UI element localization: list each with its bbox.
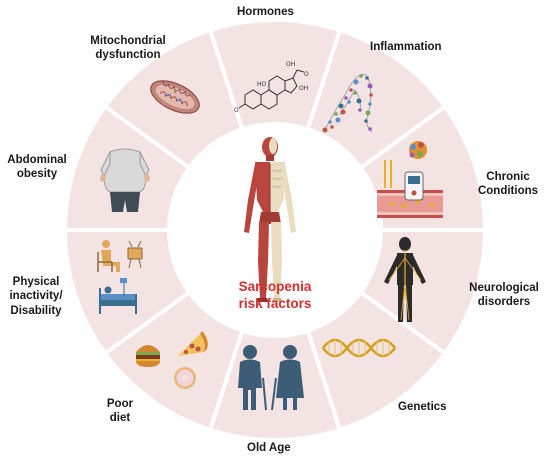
inflammation-particle (344, 96, 348, 100)
center-title: Sarcopenia risk factors (205, 279, 345, 313)
center-title-line-2: risk factors (238, 295, 312, 311)
inflammation-particle (368, 102, 372, 106)
inflammation-particle (365, 76, 369, 80)
inflammation-particle (367, 83, 373, 89)
svg-text:HO: HO (257, 81, 267, 88)
inflammation-particle (353, 91, 357, 95)
label-old-age: Old Age (247, 441, 291, 455)
sedentary-bed-icon (97, 240, 143, 314)
inflammation-particle (335, 117, 341, 123)
dna-helix-icon (322, 338, 396, 358)
label-inflammation-line: Inflammation (370, 41, 442, 53)
label-genetics-line: Genetics (398, 401, 447, 413)
label-obesity-line-2: obesity (16, 168, 58, 181)
blood-vessel-glucometer-icon (377, 141, 443, 218)
inflammation-particle (334, 112, 338, 116)
svg-text:O: O (304, 71, 309, 78)
inflammation-particle (328, 120, 332, 124)
inflammation-particle (338, 103, 344, 109)
label-mito-line-2: dysfunction (95, 49, 161, 62)
inflammation-particle (349, 88, 353, 92)
human-anatomy-icon (244, 137, 296, 302)
inflammation-particle (365, 110, 371, 116)
inflammation-particle (340, 109, 346, 115)
inflammation-particle (330, 125, 334, 129)
label-abdominal-obesity: Abdominal obesity (4, 153, 70, 182)
svg-text:O: O (234, 107, 239, 114)
label-hormones-line: Hormones (237, 6, 294, 18)
label-diet-line-1: Poor (106, 398, 134, 410)
elderly-couple-icon (238, 345, 304, 411)
inflammation-particle (322, 127, 328, 133)
label-diet-line-2: diet (109, 412, 131, 425)
label-physical-inactivity: Physical inactivity/ Disability (4, 275, 68, 318)
label-inflammation: Inflammation (370, 40, 442, 54)
center-title-line-1: Sarcopenia (238, 279, 312, 294)
label-inactivity-line-1: Physical (12, 276, 60, 288)
label-inactivity-line-2: inactivity/ (9, 290, 63, 303)
inflammation-particle (347, 100, 351, 104)
inflammation-particle (359, 74, 363, 78)
inflammation-particles (322, 74, 373, 133)
label-neurological-disorders: Neurological disorders (462, 281, 546, 310)
nervous-system-figure-icon (384, 237, 426, 322)
label-genetics: Genetics (398, 400, 447, 414)
label-mitochondrial-dysfunction: Mitochondrial dysfunction (78, 34, 178, 63)
label-obesity-line-1: Abdominal (7, 154, 67, 166)
svg-text:OH: OH (286, 61, 295, 68)
label-neuro-line-1: Neurological (469, 282, 539, 294)
svg-text:OH: OH (299, 85, 308, 92)
inflammation-particle (368, 127, 372, 131)
obese-torso-icon (100, 148, 150, 212)
inflammation-particle (356, 98, 362, 104)
junk-food-icon (136, 331, 208, 389)
label-chronic-line-2: Conditions (477, 185, 539, 198)
inflammation-particle (358, 108, 362, 112)
inflammation-cells-icon (324, 74, 373, 133)
label-chronic-line-1: Chronic (486, 171, 530, 183)
inflammation-particle (353, 79, 359, 85)
mitochondrion-icon (150, 80, 200, 114)
label-chronic-conditions: Chronic Conditions (470, 170, 546, 199)
inflammation-particle (369, 93, 373, 97)
inflammation-particle (364, 119, 368, 123)
steroid-molecule-icon: O O OH OH HO (234, 61, 309, 114)
label-mito-line-1: Mitochondrial (90, 35, 166, 47)
label-neuro-line-2: disorders (477, 296, 531, 309)
label-old-age-line: Old Age (247, 442, 291, 454)
label-poor-diet: Poor diet (100, 397, 140, 426)
label-inactivity-line-3: Disability (10, 304, 62, 317)
label-hormones: Hormones (237, 5, 294, 19)
